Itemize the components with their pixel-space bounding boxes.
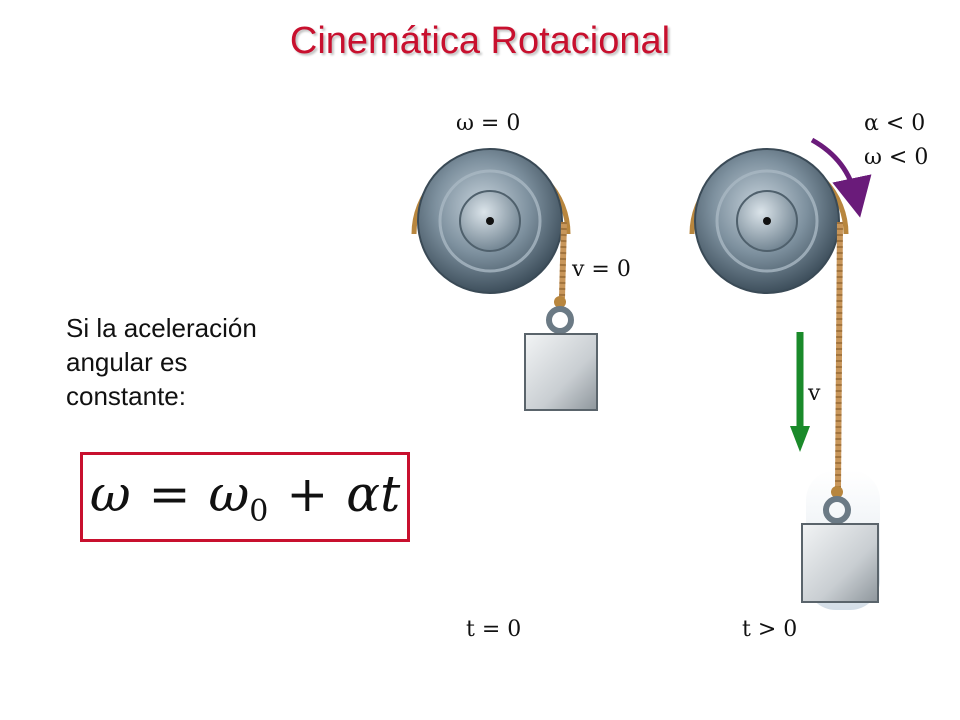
right-pulley-axle: [763, 217, 771, 225]
formula-plus: +: [286, 465, 329, 523]
right-time-label: t > 0: [742, 617, 797, 642]
intro-text: Si la aceleración angular es constante:: [66, 312, 336, 413]
left-knot: [554, 296, 566, 308]
right-alpha-label: α < 0: [864, 111, 925, 136]
left-pulley: [411, 148, 598, 411]
intro-line-2: angular es: [66, 346, 188, 377]
intro-line-3: constante:: [66, 380, 186, 411]
left-hook-ring: [546, 306, 574, 334]
velocity-arrow-head: [790, 426, 810, 452]
left-omega-label: ω = 0: [456, 111, 520, 136]
right-hook-ring: [823, 496, 851, 524]
formula-t: t: [380, 465, 401, 523]
left-time-label: t = 0: [466, 617, 521, 642]
right-knot: [831, 486, 843, 498]
right-velocity-label: v: [807, 381, 821, 406]
left-pulley-axle: [486, 217, 494, 225]
left-block: [524, 333, 598, 411]
page-title: Cinemática Rotacional: [289, 20, 671, 62]
rotation-arrow: [810, 137, 872, 218]
formula-box: ω=ω0+αt: [80, 452, 410, 542]
formula-alpha: α: [346, 465, 381, 523]
formula-omega0: ω: [208, 465, 250, 523]
angular-velocity-formula: ω=ω0+αt: [90, 465, 400, 529]
formula-subscript: 0: [249, 494, 269, 529]
formula-omega: ω: [89, 465, 131, 523]
right-block: [801, 523, 879, 603]
intro-line-1: Si la aceleración: [66, 313, 257, 343]
right-omega-label: ω < 0: [864, 145, 928, 170]
left-velocity-label: v = 0: [571, 257, 631, 282]
formula-equals: =: [148, 465, 191, 523]
right-pulley: [689, 137, 880, 610]
